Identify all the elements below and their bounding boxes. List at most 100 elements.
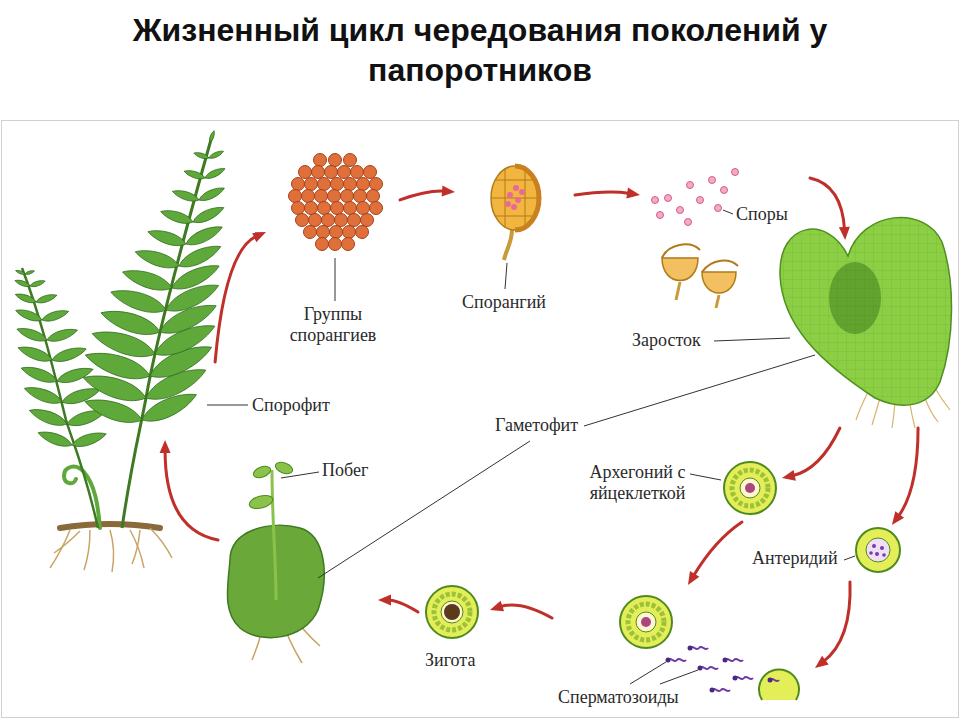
zygote-drawing xyxy=(426,586,478,638)
fern-sporophyte-part-part xyxy=(14,307,43,324)
picture-frame xyxy=(2,121,959,718)
fertilization-drawing-part xyxy=(636,612,656,632)
zygote-drawing-part xyxy=(426,586,478,638)
stage-region: Антеридий xyxy=(722,525,902,582)
sporangium-drawing-part xyxy=(504,230,512,260)
sporangia-cluster-part xyxy=(309,214,322,227)
leader-lines-part xyxy=(723,210,733,214)
sporangia-cluster-part xyxy=(314,154,327,167)
leader-lines-part xyxy=(207,405,248,406)
sporangia-cluster-part xyxy=(370,202,383,215)
cycle-arrow xyxy=(688,522,742,585)
prothallus-drawing-part-part xyxy=(925,398,938,422)
spores-drawing-part-part xyxy=(715,205,722,212)
zygote-drawing-part xyxy=(441,601,463,623)
spores-drawing-part-part xyxy=(687,182,694,189)
cycle-arrow xyxy=(815,582,850,668)
fern-sporophyte-part-part xyxy=(16,343,53,365)
fern-sporophyte-part-part xyxy=(35,292,58,305)
fern-sporophyte-part-part xyxy=(46,326,79,345)
spores-drawing-part xyxy=(702,261,738,272)
sporangia-cluster-part xyxy=(296,214,309,227)
fern-sporophyte-part-part xyxy=(120,265,174,295)
spores-drawing-part-part xyxy=(732,169,739,176)
arrow-head xyxy=(815,656,829,668)
sporangia-cluster-part xyxy=(342,238,355,251)
fern-sporophyte-part-part xyxy=(54,531,80,553)
spores-drawing-part xyxy=(652,169,739,226)
young-plant-drawing-part xyxy=(252,464,272,480)
cycle-arrow xyxy=(810,178,850,240)
sporangia-cluster-part xyxy=(329,154,342,167)
sporangia-cluster-part xyxy=(354,190,367,203)
fern-sporophyte-part-part xyxy=(25,270,35,276)
prothallus-drawing-part-part xyxy=(892,402,895,428)
arrow-head xyxy=(688,571,699,585)
fern-sporophyte-part-part xyxy=(208,149,224,160)
sporangium-drawing-part xyxy=(491,166,539,230)
antheridium-drawing-part-part xyxy=(882,553,886,557)
fertilization-drawing-part-part xyxy=(710,688,715,693)
fern-sporophyte-part-part xyxy=(197,185,226,204)
fertilization-drawing-part-part xyxy=(725,659,743,661)
sporangia-cluster-part xyxy=(305,202,318,215)
fern-sporophyte-part-part xyxy=(132,530,140,564)
arrow-line xyxy=(499,605,552,618)
arrow-line xyxy=(792,428,840,476)
arrow-head xyxy=(160,440,171,453)
sporangia-cluster-part xyxy=(348,214,361,227)
fern-sporophyte-part-part xyxy=(171,188,200,204)
sporangia-cluster-part xyxy=(325,166,338,179)
zygote-drawing-part xyxy=(434,594,470,630)
stage-label: Спорофит xyxy=(252,395,330,416)
fertilization-drawing-part xyxy=(620,596,672,648)
fertilization-drawing-part-part xyxy=(768,678,773,683)
sporangia-cluster-part xyxy=(318,178,331,191)
archegonium-drawing-part xyxy=(740,478,760,498)
arrow-head xyxy=(252,232,266,242)
stage-label: Сперматозоиды xyxy=(558,687,679,708)
archegonium-drawing-part xyxy=(745,483,755,493)
stage-label: Антеридий xyxy=(752,548,838,569)
sporangia-cluster-part xyxy=(317,226,330,239)
diagram-title: Жизненный цикл чередования поколений у п… xyxy=(40,10,920,90)
sporangia-cluster xyxy=(289,154,383,251)
spores-drawing-part xyxy=(676,282,680,300)
zygote-drawing-part xyxy=(444,604,460,620)
fertilization-drawing-part-part xyxy=(688,646,693,651)
antheridium-drawing-part-part xyxy=(869,551,873,555)
leader-lines-part xyxy=(281,472,319,478)
fertilization-drawing-part xyxy=(759,669,799,700)
stage-label: Зигота xyxy=(425,650,475,671)
leader-lines-part xyxy=(505,263,507,289)
fern-sporophyte-part-part xyxy=(27,405,69,429)
leader-lines-part xyxy=(318,441,530,578)
fertilization-drawing-part-part xyxy=(668,659,686,661)
spores-drawing-part xyxy=(702,272,736,293)
cycle-arrow xyxy=(490,601,552,618)
stage-label: Архегоний с яйцеклеткой xyxy=(555,462,720,503)
arrow-line xyxy=(575,192,630,195)
sporangia-cluster-part xyxy=(289,190,302,203)
sporangia-cluster-part xyxy=(335,214,348,227)
sporangium-drawing-part xyxy=(515,166,539,230)
stage-region: Группы спорангиев xyxy=(266,146,400,360)
stage-region: Споры xyxy=(640,160,810,238)
fertilization-drawing-part xyxy=(641,617,651,627)
arrow-line xyxy=(810,178,845,230)
arrow-line xyxy=(388,600,418,612)
fern-sporophyte-part-part xyxy=(193,151,210,160)
fern-sporophyte-part-part xyxy=(146,226,188,249)
arrow-line xyxy=(823,582,850,662)
archegonium-drawing-part xyxy=(732,470,768,506)
arrow-line xyxy=(215,236,257,362)
antheridium-drawing xyxy=(856,528,900,572)
arrow-line xyxy=(165,450,218,540)
sporangia-cluster-part xyxy=(322,214,335,227)
arrow-head xyxy=(626,188,640,199)
sporangia-cluster-part xyxy=(351,166,364,179)
arrow-head xyxy=(892,511,904,525)
